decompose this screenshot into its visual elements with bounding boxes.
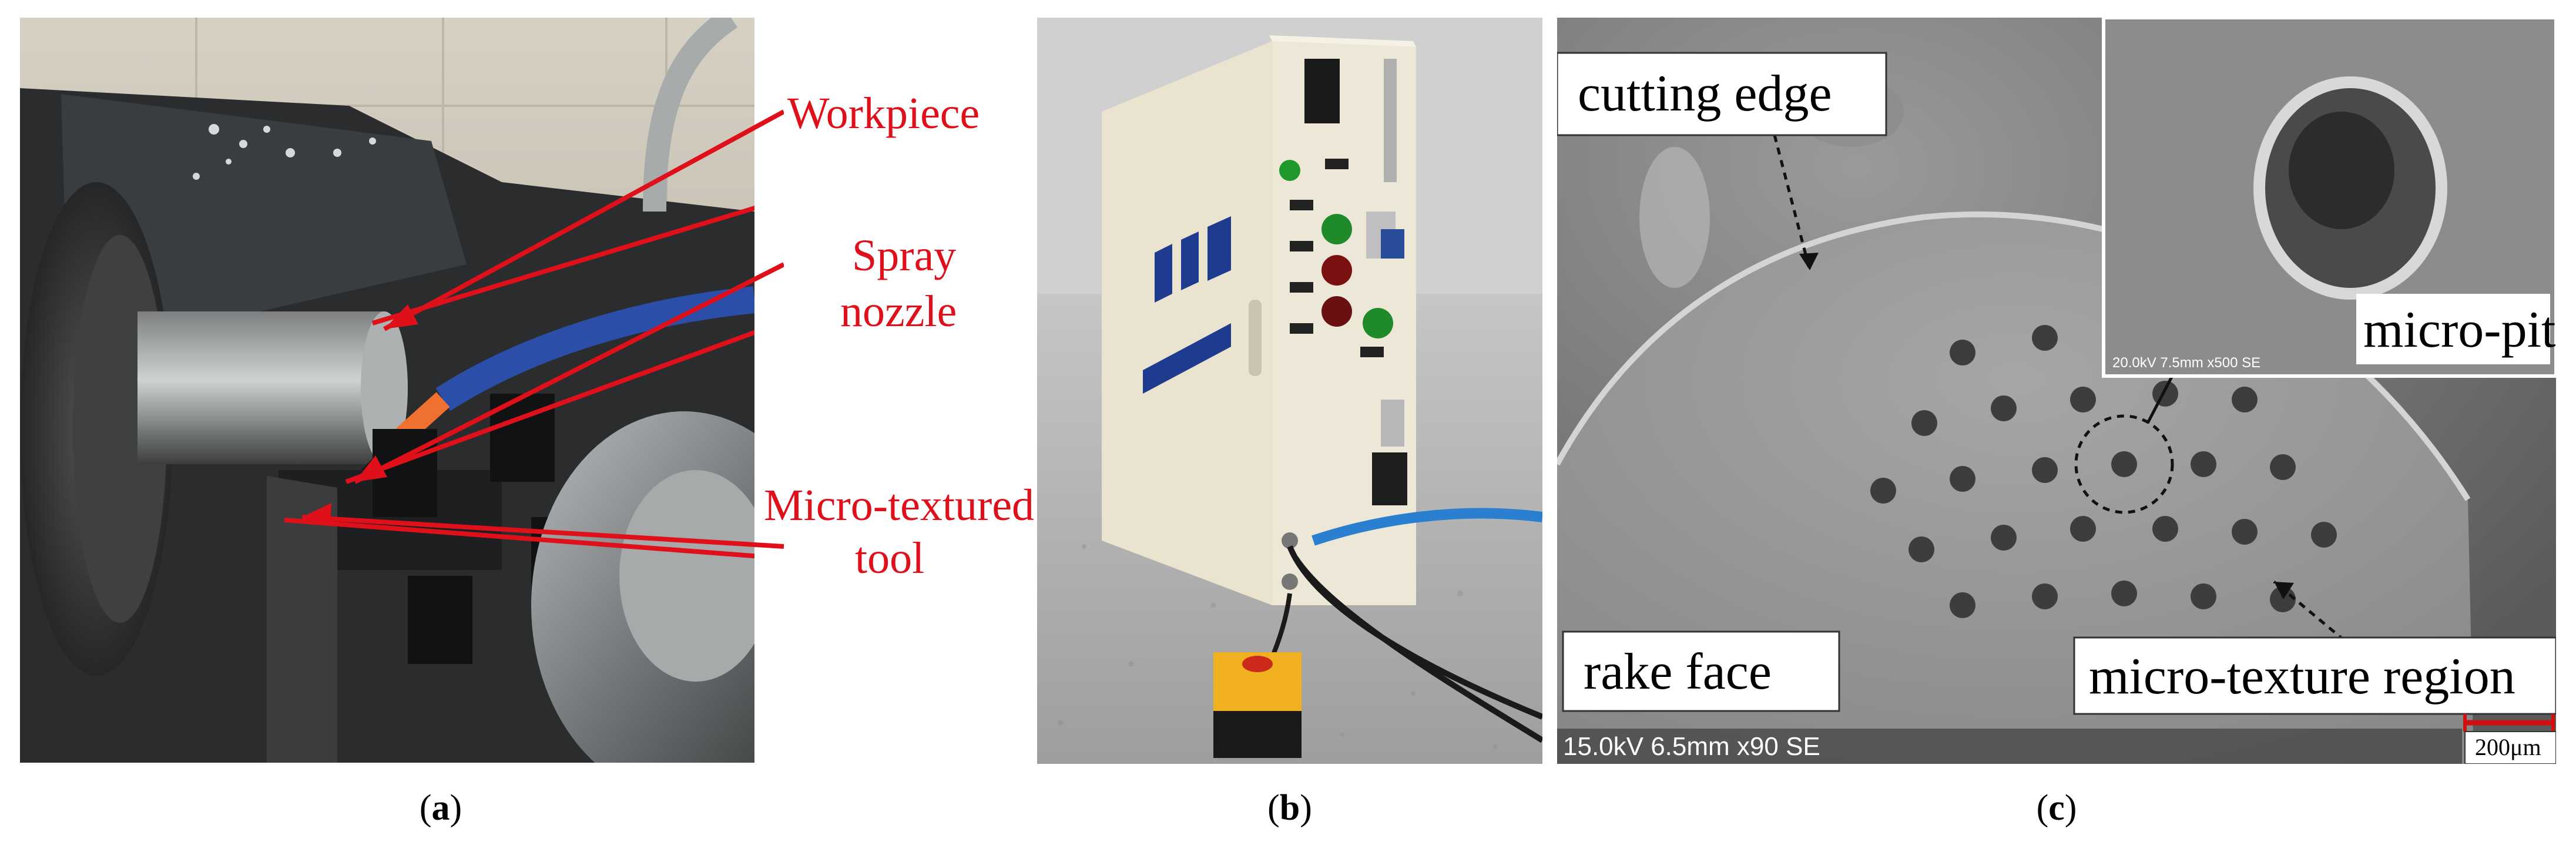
- label-spray: Spray: [852, 231, 956, 280]
- panel-c-sem-image: cutting edge rake face micro-texture reg…: [1557, 18, 2556, 764]
- label-micro-pit: micro-pit: [2363, 301, 2555, 358]
- label-micro-texture-region: micro-texture region: [2089, 648, 2515, 705]
- panel-a-lathe-photo: [20, 18, 754, 763]
- scale-bar-label: 200μm: [2475, 734, 2541, 760]
- sem-info-inset: 20.0kV 7.5mm x500 SE: [2112, 355, 2260, 371]
- panel-a-labels: Workpiece Spray nozzle Micro-textured to…: [764, 89, 1034, 583]
- caption-a: (a): [419, 788, 462, 828]
- panel-b-mql-device-photo: [1037, 18, 1542, 764]
- sem-info-main: 15.0kV 6.5mm x90 SE: [1563, 732, 1820, 761]
- label-workpiece: Workpiece: [787, 89, 980, 138]
- caption-c: (c): [2036, 788, 2077, 828]
- caption-b: (b): [1267, 788, 1312, 828]
- label-rake-face: rake face: [1584, 643, 1772, 700]
- label-nozzle: nozzle: [840, 287, 957, 336]
- highlight-circle: [2074, 414, 2174, 514]
- label-micro-textured: Micro-textured: [764, 481, 1034, 530]
- label-tool: tool: [855, 534, 924, 583]
- tool-arrow: [301, 515, 784, 549]
- workpiece-arrow: [383, 109, 784, 331]
- spray-nozzle-arrow: [354, 262, 784, 484]
- label-cutting-edge: cutting edge: [1578, 65, 1832, 122]
- panel-a-annotations: [20, 18, 784, 763]
